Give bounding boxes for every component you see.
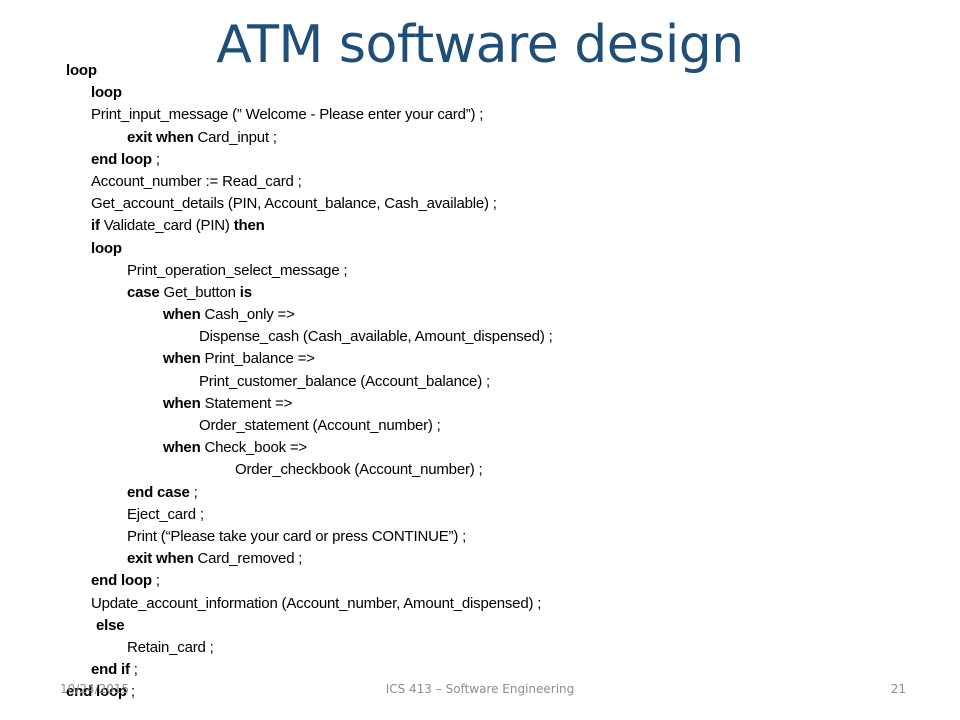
code-line: exit when Card_input ;: [0, 127, 960, 149]
code-line: end loop ;: [0, 149, 960, 171]
code-text: Get_button: [159, 283, 240, 301]
code-line: if Validate_card (PIN) then: [0, 215, 960, 237]
code-line: when Statement =>: [0, 393, 960, 415]
footer-date: 10/24/2015: [60, 682, 130, 696]
code-keyword: then: [233, 217, 265, 235]
code-keyword: loop: [91, 239, 122, 257]
code-line: Order_statement (Account_number) ;: [0, 415, 960, 437]
code-keyword: exit when: [127, 128, 194, 146]
code-text: Card_input ;: [193, 128, 278, 146]
code-line: when Print_balance =>: [0, 348, 960, 370]
code-line: end loop ;: [0, 681, 960, 703]
code-text: Statement =>: [200, 394, 293, 412]
code-line: loop: [0, 82, 960, 104]
code-line: end case ;: [0, 482, 960, 504]
code-text: Print_balance =>: [200, 350, 315, 368]
code-keyword: if: [91, 217, 100, 235]
code-text: Validate_card (PIN): [99, 217, 234, 235]
code-line: Print (“Please take your card or press C…: [0, 526, 960, 548]
slide-title: ATM software design: [216, 15, 744, 75]
code-keyword: loop: [91, 84, 122, 102]
code-line: when Check_book =>: [0, 437, 960, 459]
code-keyword: else: [96, 616, 125, 634]
code-keyword: end case: [127, 483, 190, 501]
code-text: Check_book =>: [200, 439, 308, 457]
code-line: Account_number := Read_card ;: [0, 171, 960, 193]
code-line: exit when Card_removed ;: [0, 548, 960, 570]
code-text: Update_account_information (Account_numb…: [91, 594, 542, 612]
code-text: Eject_card ;: [127, 505, 204, 523]
code-line: Print_customer_balance (Account_balance)…: [0, 371, 960, 393]
code-text: Order_checkbook (Account_number) ;: [235, 461, 483, 479]
code-line: when Cash_only =>: [0, 304, 960, 326]
code-text: ;: [126, 683, 135, 701]
footer-course: ICS 413 – Software Engineering: [385, 682, 575, 696]
code-keyword: is: [239, 283, 252, 301]
code-text: Account_number := Read_card ;: [91, 172, 302, 190]
code-text: ;: [189, 483, 198, 501]
code-keyword: when: [163, 394, 201, 412]
code-keyword: when: [163, 350, 201, 368]
code-text: Card_removed ;: [193, 550, 303, 568]
code-line: Print_input_message (” Welcome - Please …: [0, 104, 960, 126]
code-line: else: [0, 615, 960, 637]
code-text: ;: [151, 150, 160, 168]
code-text: Order_statement (Account_number) ;: [199, 417, 441, 434]
code-line: Get_account_details (PIN, Account_balanc…: [0, 193, 960, 215]
code-keyword: when: [163, 306, 201, 324]
code-line: Order_checkbook (Account_number) ;: [0, 459, 960, 481]
code-text: Print_input_message (” Welcome - Please …: [91, 106, 484, 124]
code-text: Print_operation_select_message ;: [127, 261, 348, 279]
code-text: ;: [129, 661, 138, 679]
code-line: loop: [0, 238, 960, 260]
code-text: Cash_only =>: [200, 306, 295, 324]
page-number: 21: [890, 682, 906, 696]
code-line: Eject_card ;: [0, 504, 960, 526]
code-text: Dispense_cash (Cash_available, Amount_di…: [199, 328, 553, 346]
code-line: end loop ;: [0, 570, 960, 592]
code-line: Retain_card ;: [0, 637, 960, 659]
code-line: Dispense_cash (Cash_available, Amount_di…: [0, 326, 960, 348]
code-keyword: end loop: [91, 572, 152, 590]
code-keyword: end loop: [66, 683, 127, 701]
code-line: Update_account_information (Account_numb…: [0, 593, 960, 615]
code-text: Retain_card ;: [127, 638, 214, 656]
code-text: Get_account_details (PIN, Account_balanc…: [91, 195, 497, 213]
code-line: loop: [0, 60, 960, 82]
code-text: ;: [151, 572, 160, 590]
code-line: Print_operation_select_message ;: [0, 260, 960, 282]
code-keyword: exit when: [127, 550, 194, 568]
code-text: Print (“Please take your card or press C…: [127, 527, 467, 545]
code-keyword: end if: [91, 661, 130, 679]
code-keyword: end loop: [91, 150, 152, 168]
code-line: end if ;: [0, 659, 960, 681]
code-line: case Get_button is: [0, 282, 960, 304]
code-keyword: loop: [66, 62, 97, 79]
code-keyword: when: [163, 439, 201, 457]
code-text: Print_customer_balance (Account_balance)…: [199, 372, 490, 390]
code-keyword: case: [127, 283, 160, 301]
